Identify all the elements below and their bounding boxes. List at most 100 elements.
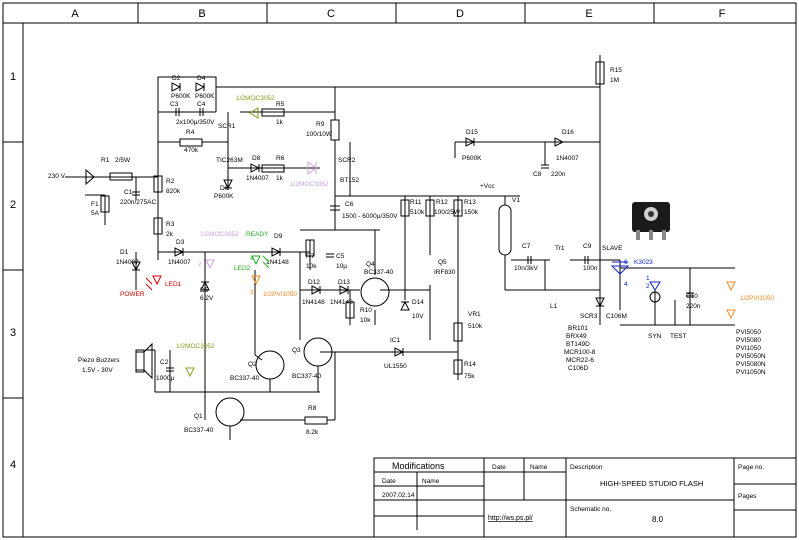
label-c7-value: 10n/3kV [514,265,539,272]
schematic-number: 8.0 [652,515,664,524]
column-label: D [456,8,464,20]
label-test: TEST [670,333,687,340]
mod-date-value: 2007.02.14 [382,492,415,499]
label-r7-value: 10k [306,263,317,270]
label-c7: C7 [522,243,531,250]
label-d1-value: 1N4007 [116,259,139,266]
label-scr-alt-1: BRX49 [566,333,587,340]
label-r11-value: 510k [410,209,425,216]
label-tr1: Tr1 [555,245,565,252]
opto-pin-1: 1 [646,275,650,282]
label-pvi1: 1/2PVI1050 [263,291,297,298]
label-r9: R9 [316,121,325,128]
opto-pin-2: 2 [198,261,202,268]
name-header: Name [530,464,548,471]
label-moc3: 1/2MOC3052 [200,231,239,238]
label-f1-value: 5A [91,210,100,217]
label-r9-value: 100/10W [306,131,333,138]
circuit-wiring [65,55,735,440]
label-pvi-alt-2: PVI1050 [736,345,761,352]
label-d13-value: 1N4148 [330,299,353,306]
column-label: A [71,8,79,20]
label-r1-value: 2/5W [115,157,131,164]
label-d15-value: P600K [462,155,482,162]
opto-pin-3: 3 [250,289,254,296]
label-r14: R14 [464,361,476,368]
label-v1: V1 [512,197,520,204]
label-tic263m: TIC263M [216,157,243,164]
label-scr-alt-5: C106D [568,365,589,372]
label-pvi-alt-0: PVI5050 [736,329,761,336]
component-labels: R15 1M D2 P600K D4 P600K C3 C4 2x100µ/35… [48,67,774,436]
label-scr1: SCR1 [218,123,236,130]
piezo-buzzer [135,342,153,380]
label-buzzer: Piezo Buzzers [78,357,120,364]
label-vcc: +Vcc [480,183,495,190]
label-d5-value: 6.2V [200,295,214,302]
label-d12: D12 [308,279,320,286]
row-label: 3 [10,327,16,339]
label-q3-value: BC337-40 [292,373,322,380]
label-r15: R15 [610,67,622,74]
label-d15: D15 [466,129,478,136]
label-c9-value: 100n [583,265,598,272]
label-d4-value: P600K [195,93,215,100]
mod-date-header: Date [382,478,396,485]
label-d2: D2 [172,75,181,82]
label-r13: R13 [464,199,476,206]
label-led1: LED1 [165,281,182,288]
label-k3023: K3023 [634,259,653,266]
label-d5: D5 [200,287,209,294]
label-pvi-alt-3: PVI5050N [736,353,766,360]
label-r3: R3 [166,221,175,228]
label-d14: D14 [412,299,424,306]
schematic-number-label: Schematic no. [570,506,611,513]
opto-pin-6: 6 [624,259,628,266]
label-d3: D3 [176,239,185,246]
label-r10-value: 10k [360,317,371,324]
label-q5-value: IRF830 [434,269,456,276]
label-d8: D8 [252,155,261,162]
label-q2-value: BC337-40 [230,375,260,382]
label-scr-alt-0: BR101 [568,325,588,332]
label-r7: R7 [306,253,315,260]
label-c5-value: 10µ [336,263,347,270]
label-bt152: BT152 [340,177,360,184]
label-d2-value: P600K [171,93,191,100]
label-c10-value: 220n [686,303,701,310]
opto-pin-4b: 4 [624,281,628,288]
row-labels: 1 2 3 4 [10,71,16,471]
label-vr1: VR1 [468,311,481,318]
date-header: Date [492,464,506,471]
component-symbols [85,82,694,372]
label-scr2: SCR2 [338,157,356,164]
title-block [373,457,797,538]
column-label: C [327,8,335,20]
label-r15-value: 1M [610,77,619,84]
label-vr1-value: 510k [468,323,483,330]
label-scr3: SCR3 [580,313,598,320]
label-f1: F1 [91,201,99,208]
label-pvi-alt-5: PVI1050N [736,369,766,376]
row-label: 4 [10,459,16,471]
opto-pin-2b: 2 [646,283,650,290]
label-scr-alt-4: MCR22-6 [566,357,594,364]
label-r14-value: 75k [464,373,475,380]
label-c6: C6 [345,201,354,208]
label-q1-value: BC337-40 [184,427,214,434]
pages-label: Pages [738,493,757,500]
label-r12: R12 [436,199,448,206]
label-pvi-alt-4: PVI5080N [736,361,766,368]
label-moc4: 1/2MOC3052 [176,343,215,350]
label-r10: R10 [360,307,372,314]
label-d3-value: 1N4007 [168,259,191,266]
label-q4: Q4 [366,261,375,268]
ic-package-photo [632,202,670,240]
label-d14-value: 10V [412,313,424,320]
label-led2: LED2 [234,265,251,272]
label-ic1-value: UL1550 [384,363,407,370]
label-buzzer-voltage: 1.5V - 30V [82,367,113,374]
label-power: POWER [120,291,145,298]
label-c9: C9 [583,243,592,250]
